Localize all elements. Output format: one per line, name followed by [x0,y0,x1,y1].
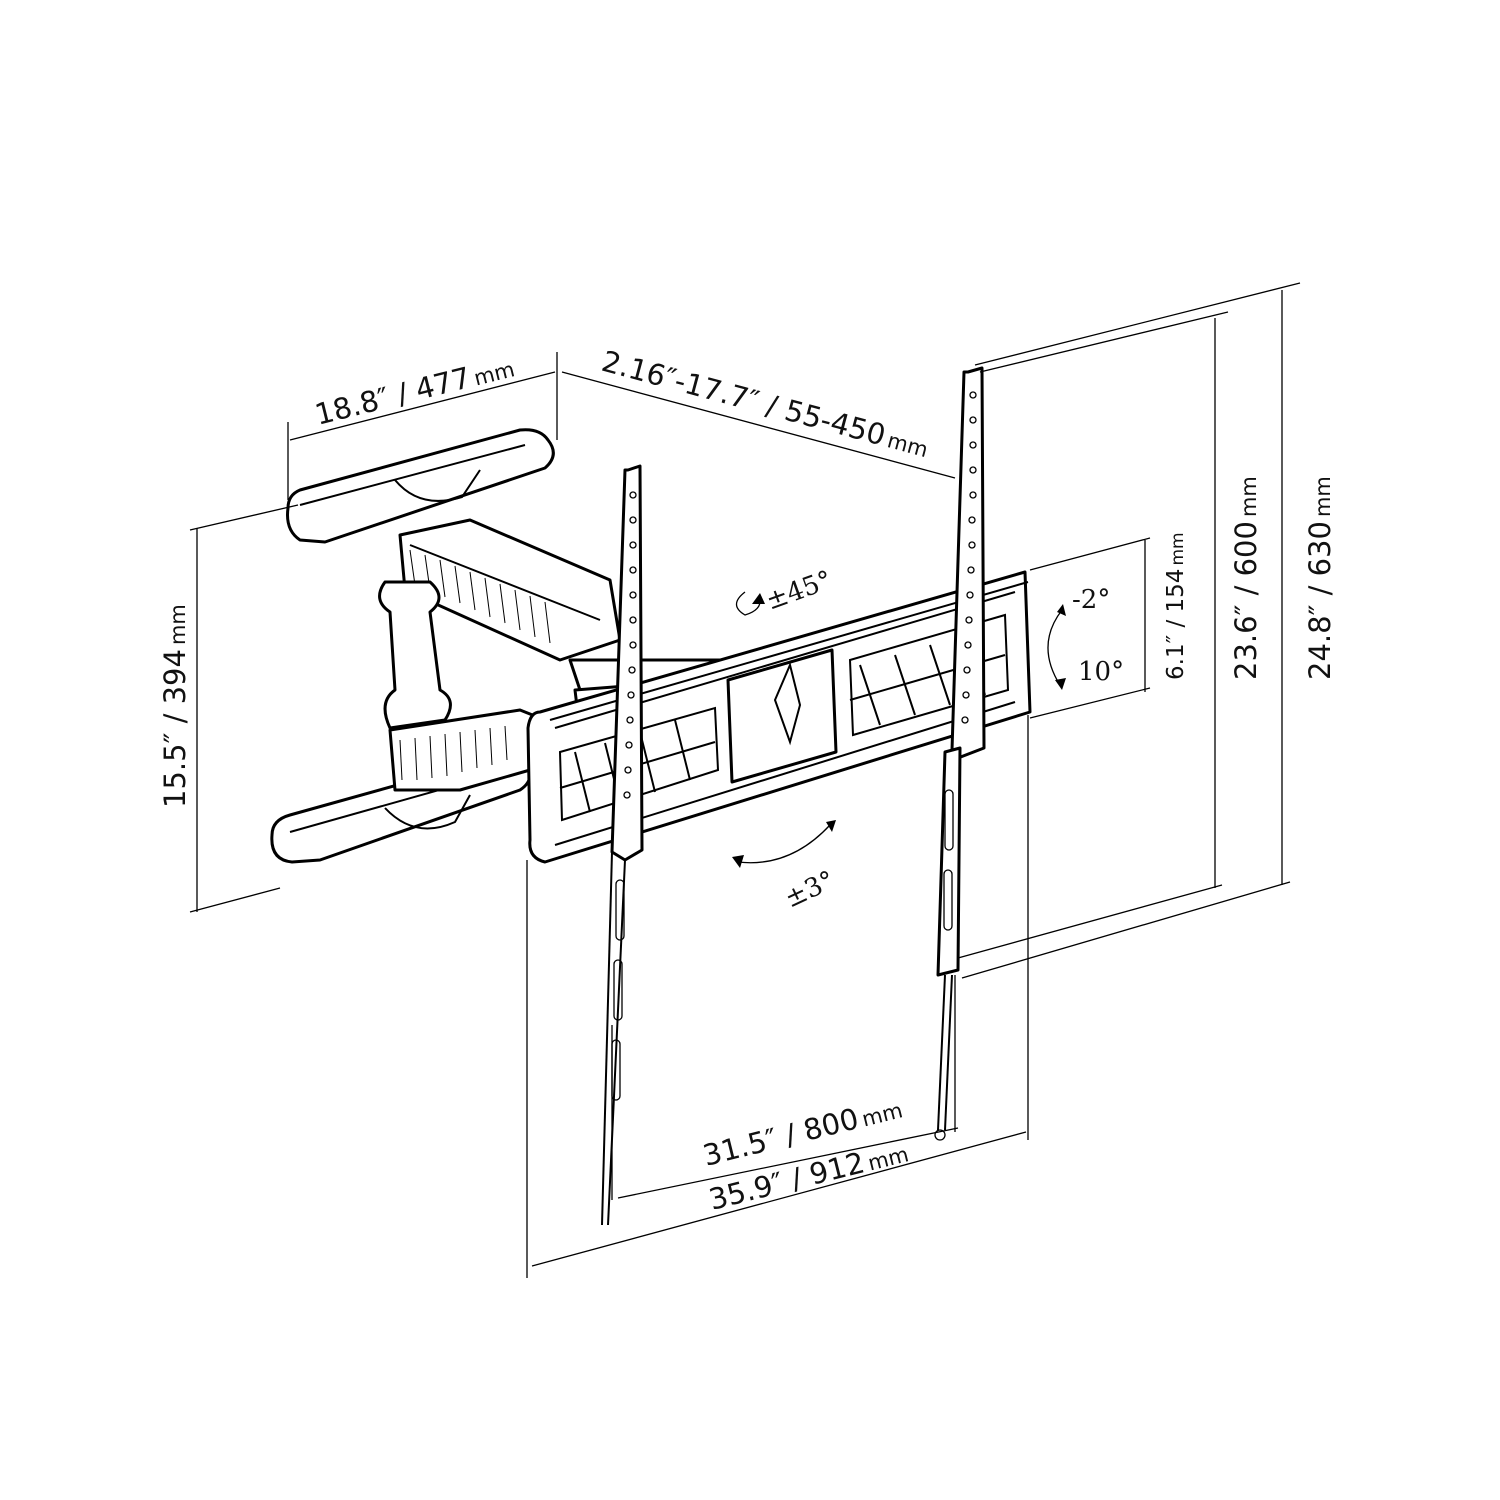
arm-extension-label: 2.16″-17.7″ / 55-450mm [598,344,932,464]
dimension-lines [189,282,1301,1278]
arm-plate-width-label: 18.8″ / 477mm [311,349,517,431]
vesa-height-inner-label: 23.6″ / 600mm [1229,476,1263,680]
rotation-arrows [732,591,1066,868]
tilt-up-angle-label: -2° [1072,585,1110,615]
rotation-angle-label: ±3° [780,865,839,914]
swivel-angle-label: ±45° [762,565,836,616]
arm-plate-height-label: 15.5″ / 394mm [158,604,192,808]
vesa-height-outer-label: 24.8″ / 630mm [1303,476,1337,680]
tilt-bracket-height-label: 6.1″ / 154mm [1163,532,1189,680]
tilt-down-angle-label: 10° [1078,657,1124,687]
vesa-strip-right [934,366,986,1141]
tv-bracket [526,570,1032,864]
vesa-strip-left [601,464,644,1226]
